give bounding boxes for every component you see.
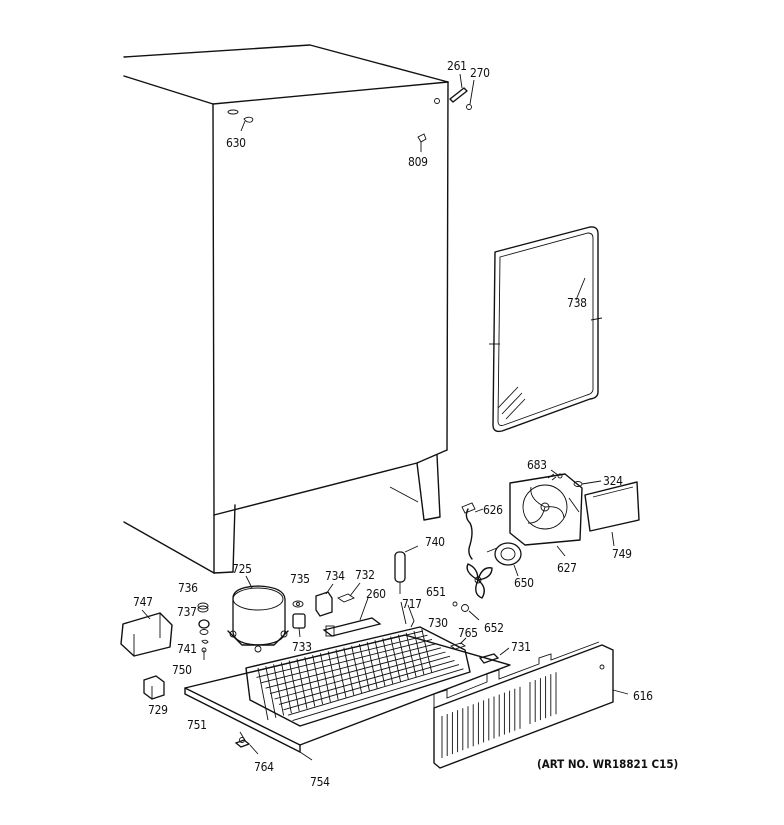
label-651: 651 [426, 585, 446, 599]
label-627: 627 [557, 561, 577, 575]
label-735: 735 [290, 572, 310, 586]
label-737: 737 [177, 605, 197, 619]
grommet-736 [197, 602, 209, 613]
label-736: 736 [178, 581, 198, 595]
screw-683 [550, 469, 563, 479]
label-683: 683 [527, 458, 547, 472]
label-749: 749 [612, 547, 632, 561]
label-626: 626 [483, 503, 503, 517]
part-labels: 261 270 630 809 738 683 324 626 749 627 … [133, 59, 678, 789]
label-747: 747 [133, 595, 153, 609]
nut-652 [452, 601, 480, 621]
label-750: 750 [172, 663, 192, 677]
label-616: 616 [633, 689, 653, 703]
clip-741 [201, 639, 209, 644]
grille-749 [584, 481, 640, 547]
clip-764 [234, 737, 259, 755]
relay-734 [315, 583, 334, 617]
fan-blade-651 [466, 563, 493, 599]
condenser-coil-730 [245, 626, 471, 727]
label-734: 734 [325, 569, 345, 583]
label-725: 725 [232, 562, 252, 576]
drain-765 [450, 637, 467, 650]
compressor-725 [227, 575, 289, 653]
label-741: 741 [177, 642, 197, 656]
screw-809 [417, 133, 427, 152]
label-260: 260 [366, 587, 386, 601]
label-717: 717 [402, 597, 422, 611]
wire-harness-626 [461, 502, 484, 560]
overload-733 [292, 613, 306, 638]
wire-717 [400, 601, 415, 628]
door-gasket-738 [489, 226, 603, 433]
label-751: 751 [187, 718, 207, 732]
label-754: 754 [310, 775, 330, 789]
label-732: 732 [355, 568, 375, 582]
label-765: 765 [458, 626, 478, 640]
label-270: 270 [470, 66, 490, 80]
label-730: 730 [428, 616, 448, 630]
hinge-pin-261 [449, 73, 475, 110]
drier-260 [322, 597, 382, 637]
fan-bracket-627 [509, 473, 583, 557]
bracket-732 [337, 582, 361, 603]
grommet-735 [292, 600, 304, 608]
label-731: 731 [511, 640, 531, 654]
fan-motor-650 [486, 542, 522, 577]
label-261: 261 [447, 59, 467, 73]
cover-747 [120, 609, 173, 657]
art-number: (ART NO. WR18821 C15) [537, 757, 678, 771]
label-729: 729 [148, 703, 168, 717]
label-740: 740 [425, 535, 445, 549]
screw-630 [240, 116, 254, 132]
label-764: 764 [254, 760, 274, 774]
label-652: 652 [484, 621, 504, 635]
label-650: 650 [514, 576, 534, 590]
label-733: 733 [292, 640, 312, 654]
screw-750 [201, 647, 207, 660]
rear-cover-616 [433, 641, 629, 769]
relay-729 [143, 675, 165, 700]
label-738: 738 [567, 296, 587, 310]
refrigerator-cabinet [123, 44, 449, 574]
label-809: 809 [408, 155, 428, 169]
capacitor-740 [394, 545, 419, 594]
label-630: 630 [226, 136, 246, 150]
grommet-737 [198, 619, 210, 635]
label-324: 324 [603, 474, 623, 488]
screw-324 [573, 480, 602, 487]
